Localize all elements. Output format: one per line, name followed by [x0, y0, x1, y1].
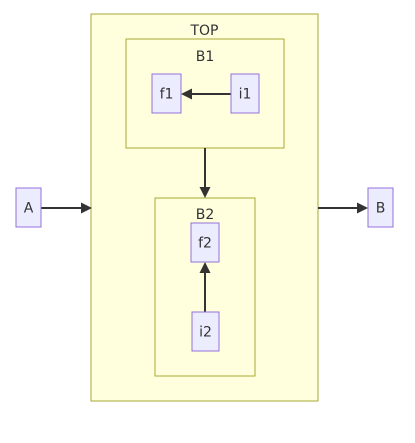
node-f1-box[interactable]	[151, 73, 182, 114]
arrowhead-icon	[81, 202, 92, 214]
node-i1[interactable]: i1	[230, 73, 260, 114]
node-i2-label: i2	[199, 325, 212, 341]
edge-b1-to-b2	[199, 148, 211, 198]
node-a[interactable]: A	[15, 187, 42, 228]
cluster-top-label: TOP	[189, 23, 218, 39]
node-b-box[interactable]	[367, 187, 394, 228]
node-f2-label: f2	[198, 236, 212, 252]
node-i1-box[interactable]	[230, 73, 260, 114]
arrowhead-icon	[199, 187, 211, 198]
node-a-label: A	[24, 201, 34, 217]
node-a-box[interactable]	[15, 187, 42, 228]
edge-a-to-top	[41, 202, 92, 214]
node-b[interactable]: B	[367, 187, 394, 228]
node-f1-label: f1	[160, 87, 174, 103]
edge-top-to-b	[318, 202, 368, 214]
edge-i2-to-f2	[199, 262, 211, 312]
node-f2-box[interactable]	[190, 222, 220, 263]
edge-i1-to-f1	[181, 88, 231, 100]
node-i2[interactable]: i2	[191, 311, 220, 352]
arrowhead-icon	[199, 262, 211, 273]
cluster-b2-label: B2	[196, 207, 215, 223]
arrowhead-icon	[357, 202, 368, 214]
arrowhead-icon	[181, 88, 192, 100]
node-f1[interactable]: f1	[151, 73, 182, 114]
cluster-b1-label: B1	[196, 49, 215, 65]
node-f2[interactable]: f2	[190, 222, 220, 263]
node-i1-label: i1	[239, 87, 252, 103]
node-b-label: B	[376, 201, 386, 217]
node-i2-box[interactable]	[191, 311, 220, 352]
edges	[41, 88, 368, 312]
